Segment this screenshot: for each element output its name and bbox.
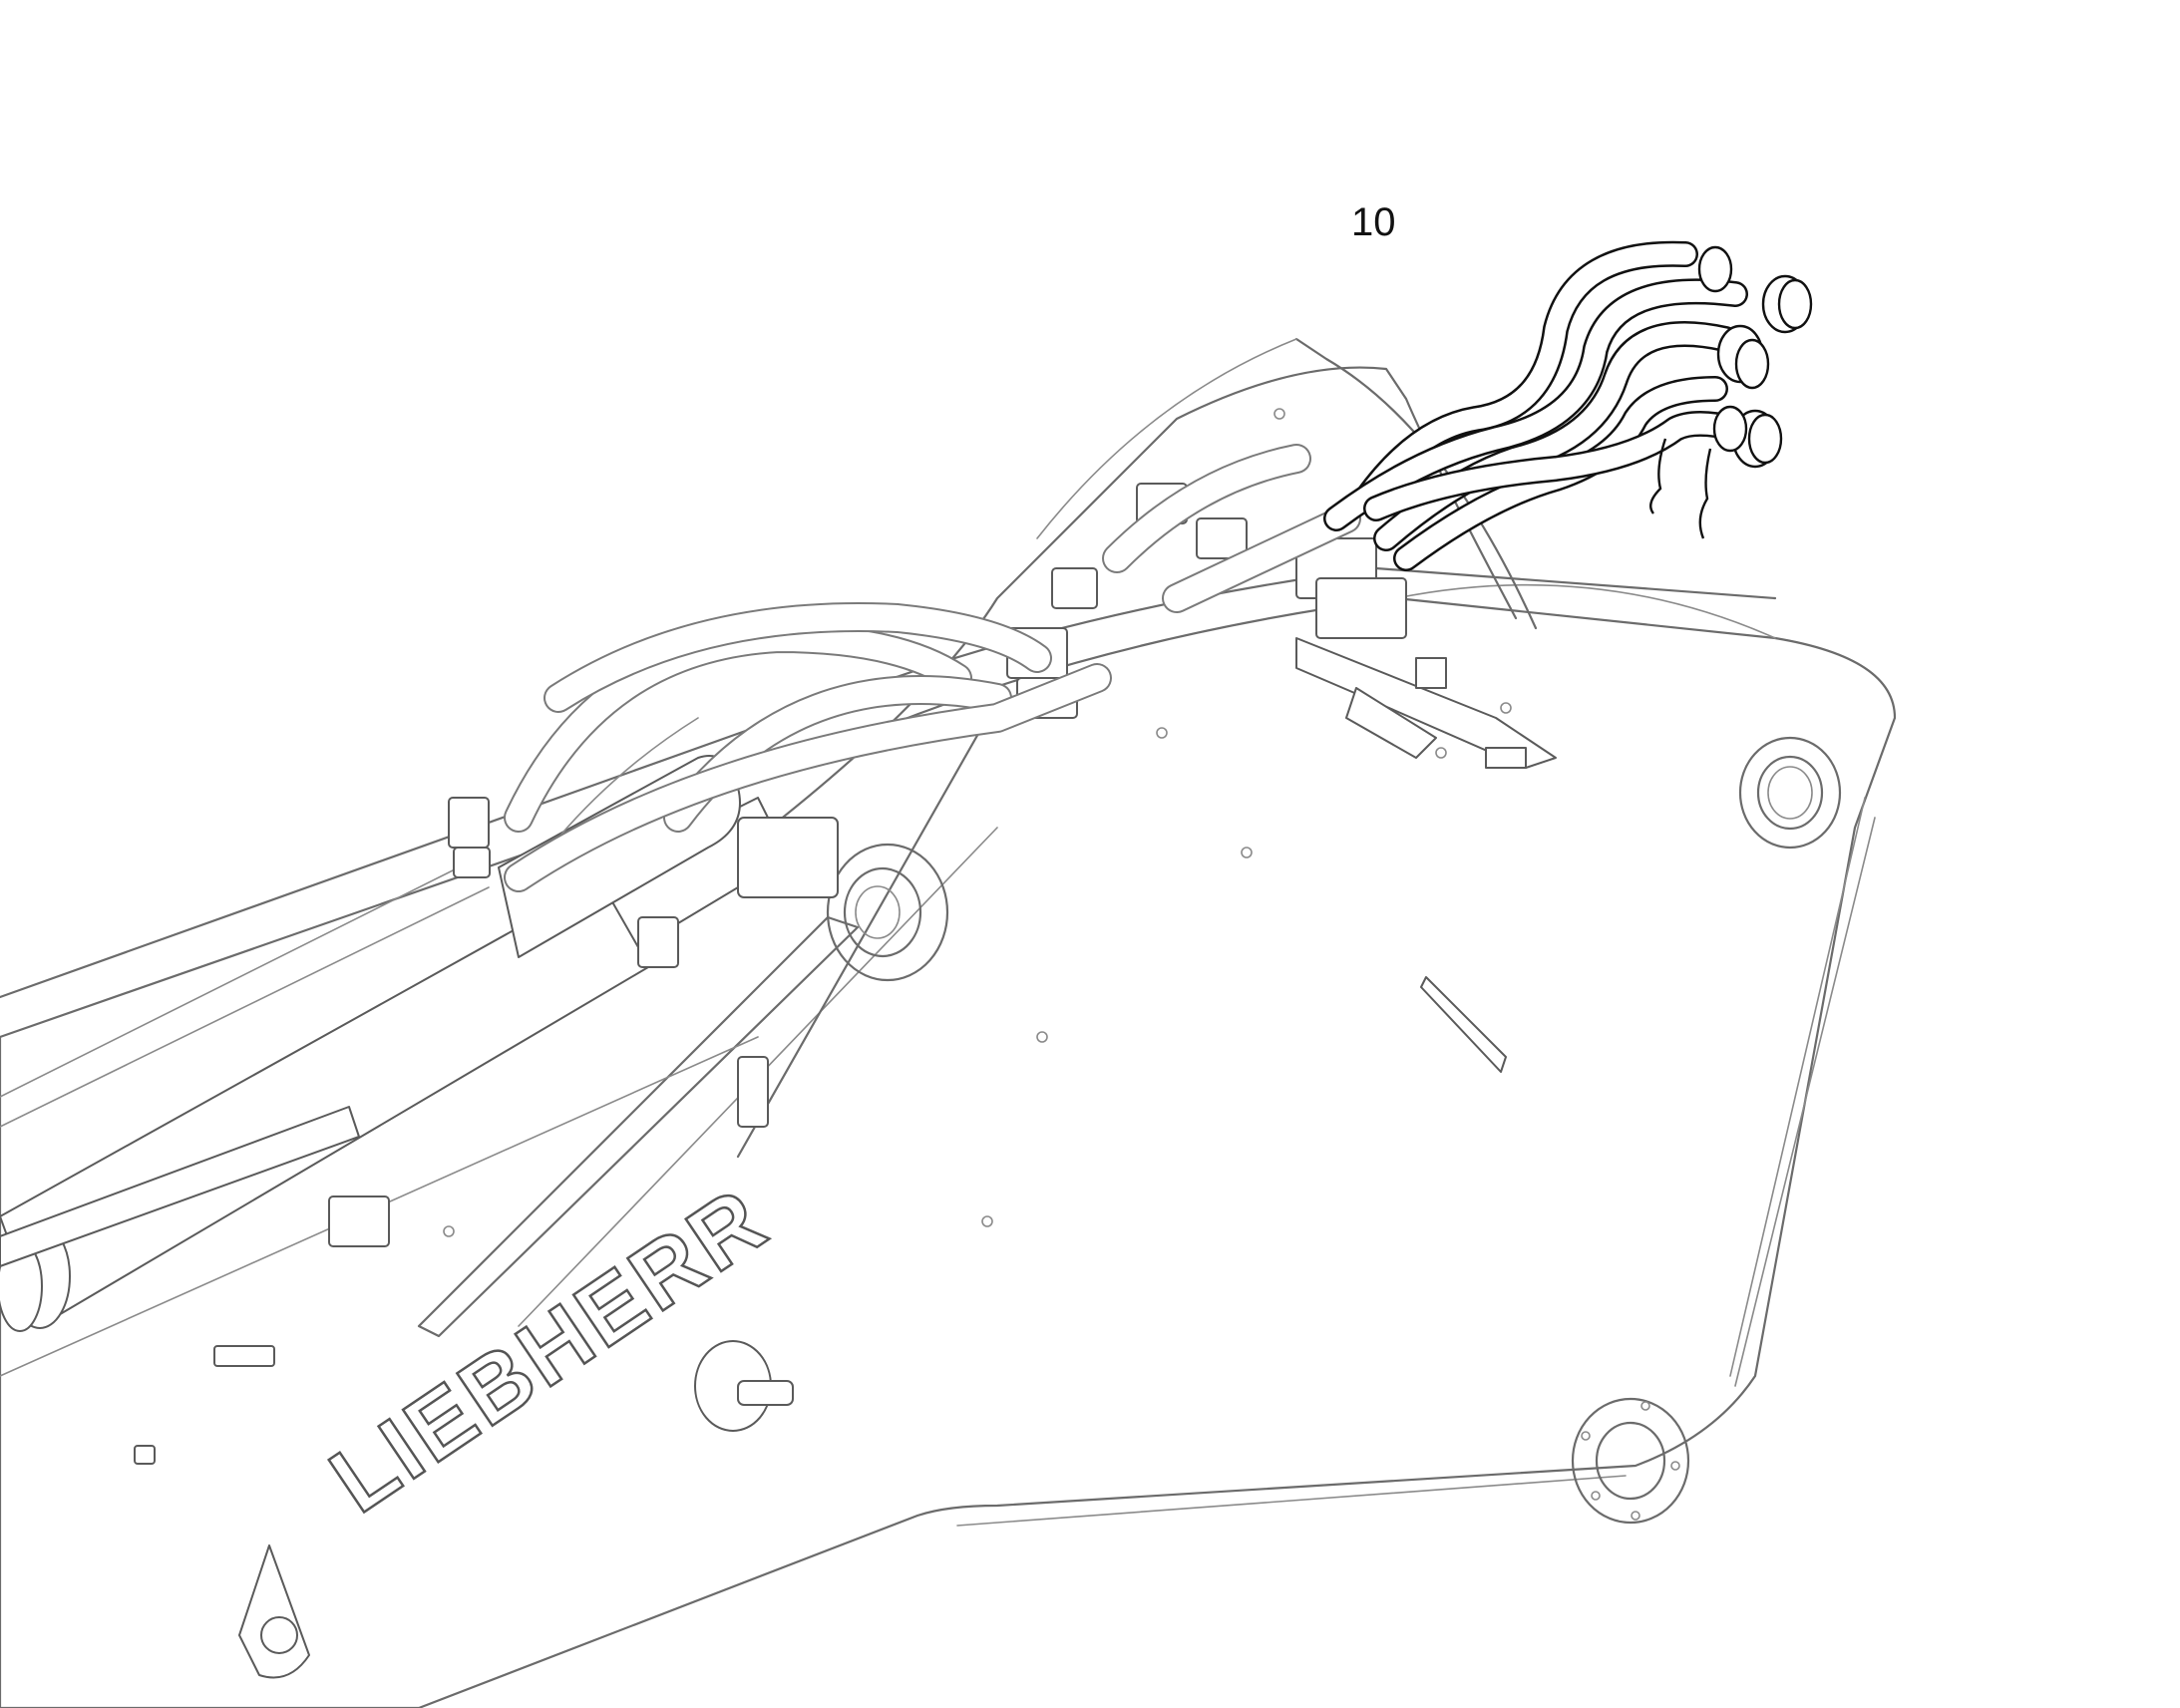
callout-10: 10 (1351, 200, 1396, 244)
boom-body (0, 337, 1897, 1708)
lower-pin-bore (1571, 1397, 1690, 1525)
upper-pin-bore (1738, 736, 1842, 850)
steel-pipes (504, 444, 1361, 892)
wedge-plate (1420, 976, 1507, 1073)
pivot-bearing (826, 843, 949, 982)
bolts (443, 408, 1512, 1237)
cylinder-rod (0, 1106, 360, 1267)
hose-assembly (1323, 240, 1813, 571)
side-bracket-pad (134, 1056, 769, 1465)
manifold-plate (1295, 637, 1557, 769)
pipe-clamps (328, 483, 1407, 1247)
grease-nipple (694, 1340, 794, 1432)
lifting-eye (238, 1544, 310, 1679)
